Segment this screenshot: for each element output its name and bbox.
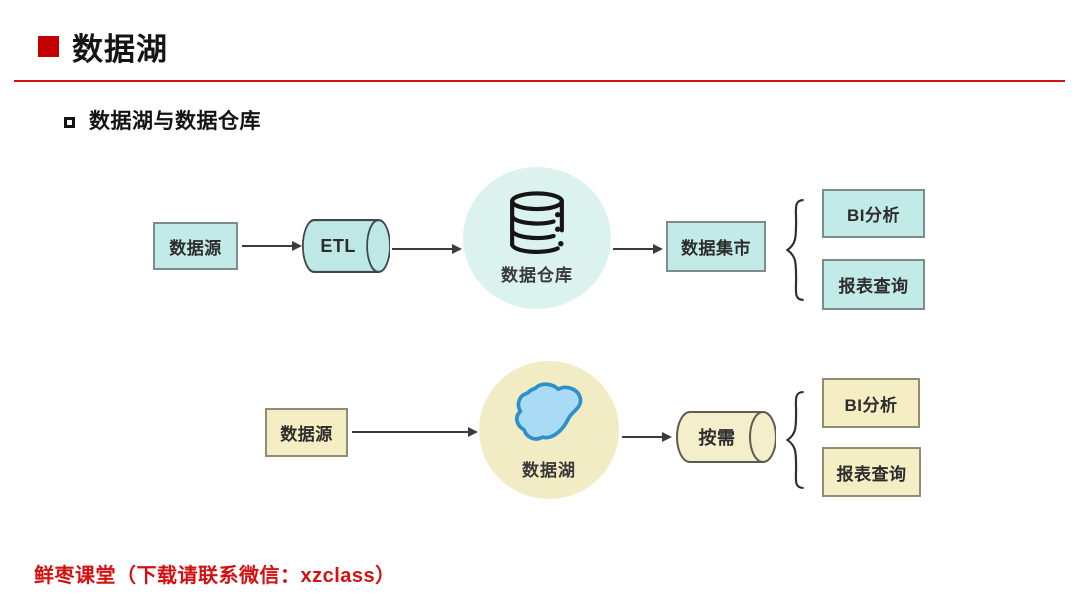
title-divider [14,80,1065,82]
data-warehouse-label: 数据仓库 [501,265,573,285]
curly-brace-icon [785,199,804,301]
lake-source-box: 数据源 [265,408,348,457]
brace-lake-outputs [782,390,808,490]
cylinder-shape-icon [676,411,776,463]
ondemand-cylinder: 按需 [676,411,776,463]
lake-bi-box: BI分析 [822,378,920,428]
arrow-source-to-lake [352,427,478,437]
data-mart-box: 数据集市 [666,221,766,272]
data-warehouse-circle: 数据仓库 [463,167,611,309]
title-bullet-square [38,36,59,57]
section-subtitle: 数据湖与数据仓库 [89,110,261,133]
etl-label: ETL [320,235,356,256]
arrow-source-to-etl [242,241,302,251]
database-icon [510,190,564,254]
data-lake-circle: 数据湖 [479,361,619,499]
subtitle-bullet-square [64,117,75,128]
arrow-etl-to-warehouse [392,244,462,254]
warehouse-bi-box: BI分析 [822,189,925,238]
warehouse-report-box: 报表查询 [822,259,925,310]
footer-watermark: 鲜枣课堂（下载请联系微信：xzclass） [34,565,396,587]
lake-icon [515,381,583,441]
data-lake-label: 数据湖 [522,460,576,480]
arrow-lake-to-ondemand [622,432,672,442]
page-title: 数据湖 [72,32,168,67]
lake-report-box: 报表查询 [822,447,921,497]
cylinder-shape-icon [302,219,390,273]
arrow-warehouse-to-mart [613,244,663,254]
ondemand-label: 按需 [698,428,736,448]
etl-cylinder: ETL [302,219,390,273]
brace-warehouse-outputs [782,198,808,302]
curly-brace-icon [785,391,804,489]
warehouse-source-box: 数据源 [153,222,238,270]
